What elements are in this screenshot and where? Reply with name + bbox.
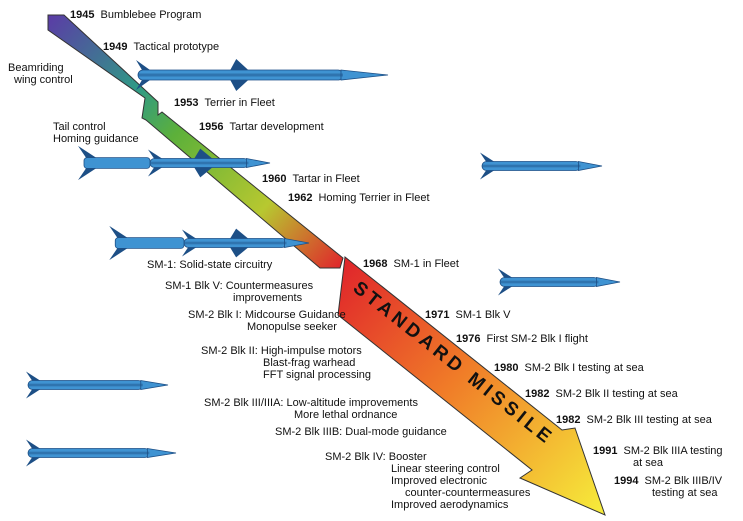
- missile-icon: [78, 145, 271, 181]
- missile-illustrations: [26, 59, 621, 467]
- missile-icon: [136, 59, 389, 91]
- missile-icon: [26, 371, 169, 399]
- capability-sm2-blk-iiib: SM-2 Blk IIIB: Dual-mode guidance: [275, 426, 447, 438]
- capability-sm2-blk-iii: SM-2 Blk III/IIIA: Low-altitude improvem…: [204, 397, 418, 421]
- missile-icon: [498, 268, 621, 296]
- missile-icon: [26, 439, 177, 467]
- timeline-band-early: [47, 14, 344, 269]
- missile-icon: [109, 225, 310, 261]
- missile-icon: [480, 152, 603, 180]
- capability-sm1: SM-1: Solid-state circuitry: [147, 259, 273, 271]
- timeline-band-standard-missile: [337, 256, 606, 516]
